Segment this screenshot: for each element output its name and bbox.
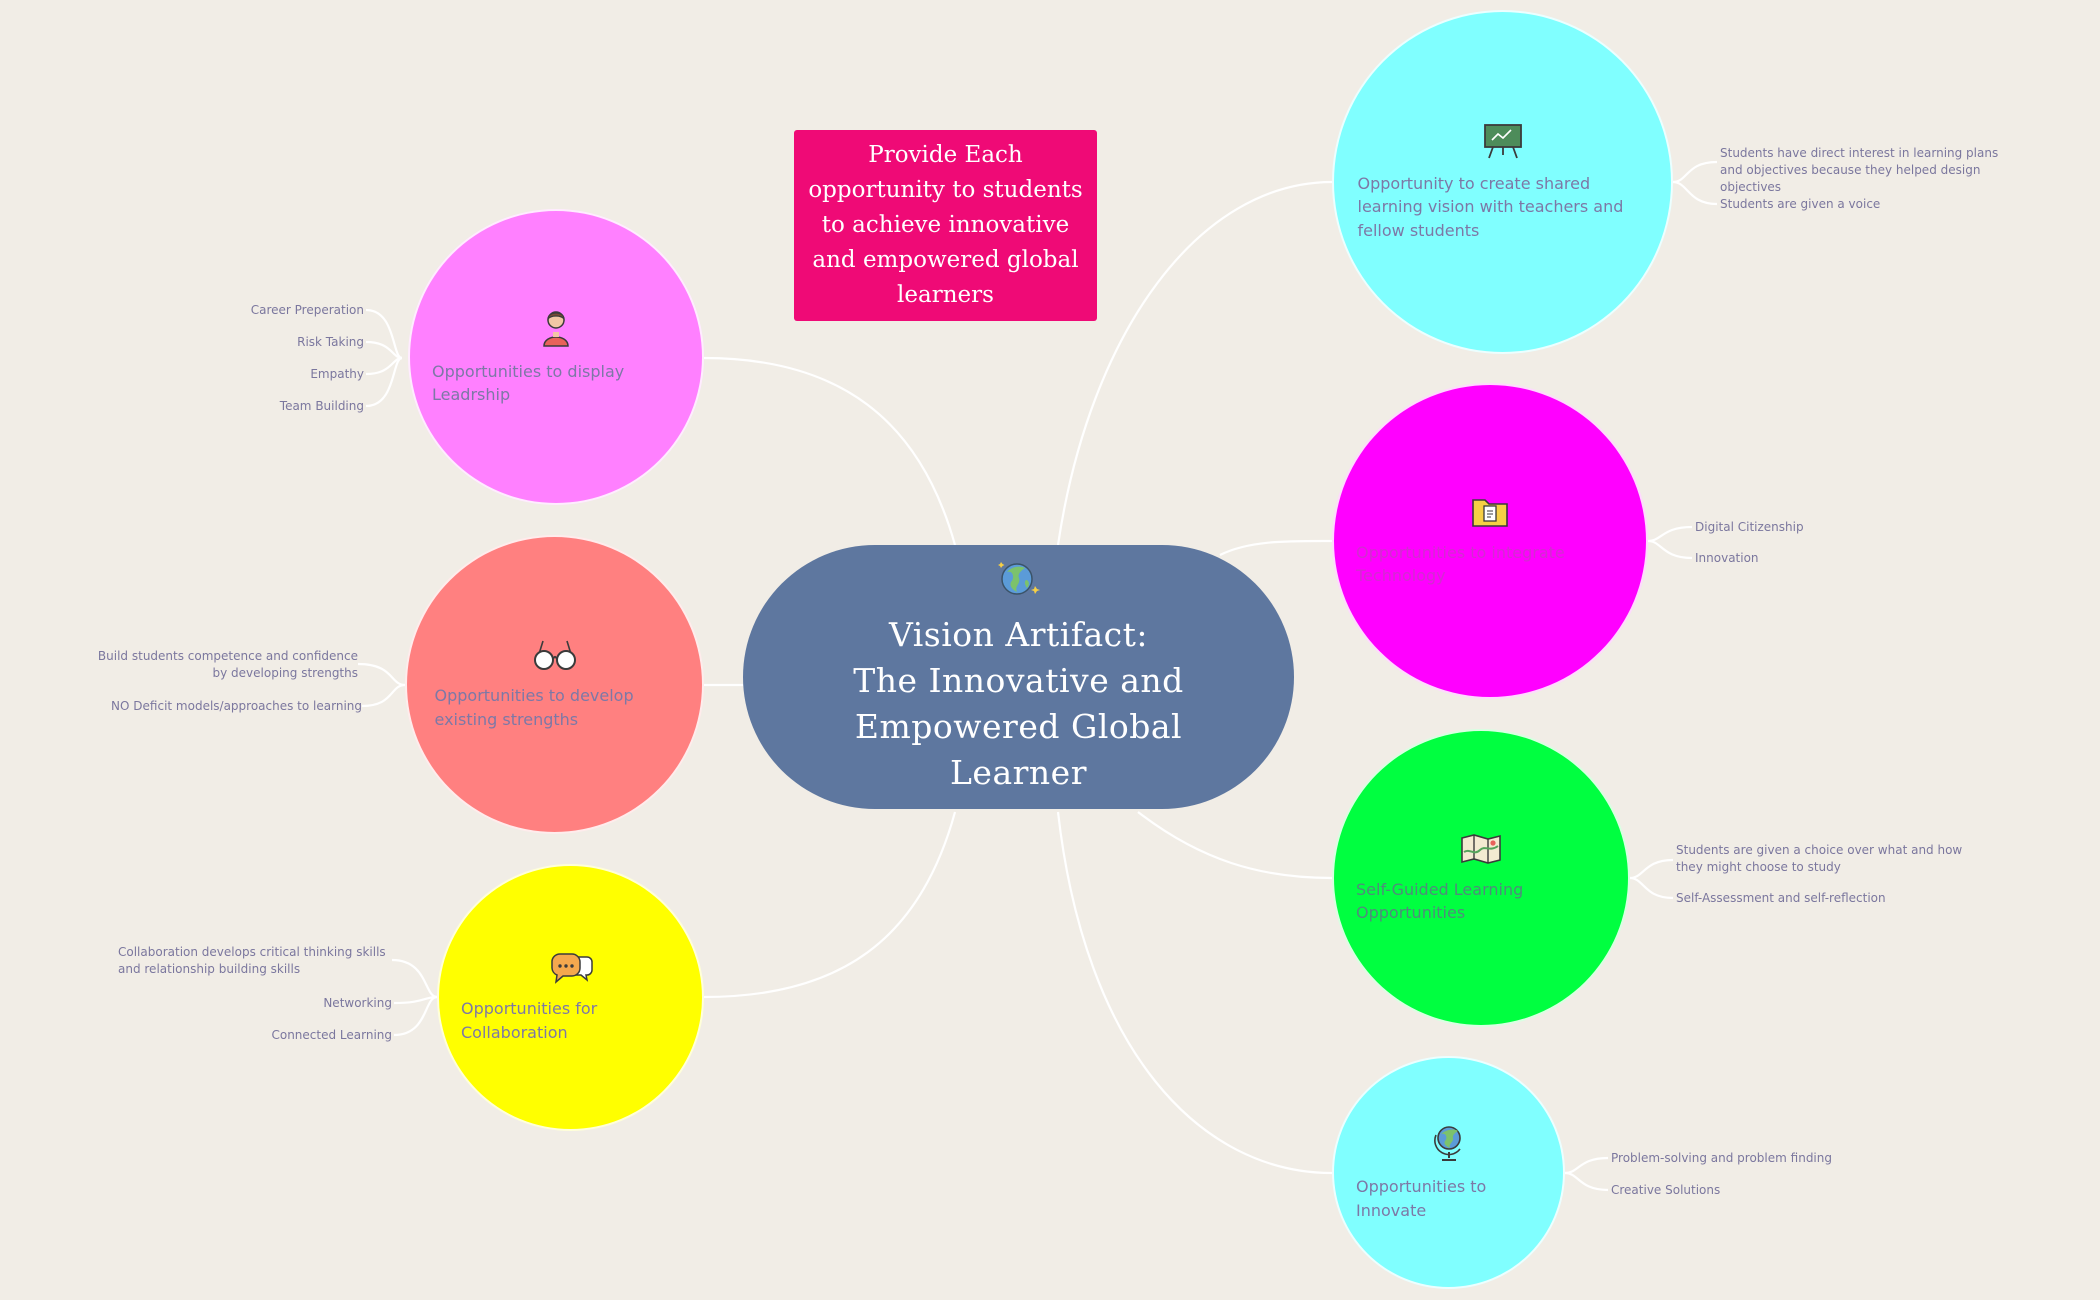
desk-globe-icon bbox=[1433, 1126, 1461, 1162]
callout-box[interactable]: Provide Each opportunity to students to … bbox=[794, 130, 1097, 321]
leaf-problem-solving[interactable]: Problem-solving and problem finding bbox=[1611, 1151, 1832, 1165]
central-title-line-4: Learner bbox=[950, 753, 1087, 792]
topic-collaboration[interactable]: Opportunities for Collaboration bbox=[437, 864, 704, 1131]
leaf-innovation[interactable]: Innovation bbox=[1695, 551, 1759, 565]
leaf-choice-study[interactable]: Students are given a choice over what an… bbox=[1676, 843, 1963, 874]
central-title-line-1: Vision Artifact: bbox=[888, 615, 1149, 654]
topic-technology-label: Opportunities to integrate Technology bbox=[1356, 542, 1565, 585]
branch-collaboration bbox=[703, 811, 957, 999]
callout-text: Provide Each opportunity to students to … bbox=[808, 142, 1083, 308]
globe-icon bbox=[997, 562, 1040, 595]
branch-leadership bbox=[703, 356, 957, 546]
leaf-direct-interest[interactable]: Students have direct interest in learnin… bbox=[1720, 146, 1999, 194]
leaf-career-preparation[interactable]: Career Preperation bbox=[250, 303, 364, 317]
topic-strengths-label: Opportunities to develop existing streng… bbox=[434, 686, 634, 729]
map-icon bbox=[1461, 833, 1501, 864]
topic-innovate[interactable]: Opportunities to Innovate bbox=[1332, 1056, 1565, 1289]
topic-leadership-label: Opportunities to display Leadrship bbox=[432, 361, 625, 404]
topic-self-guided-label: Self-Guided Learning Opportunities bbox=[1356, 879, 1524, 922]
leaf-creative-solutions[interactable]: Creative Solutions bbox=[1611, 1183, 1721, 1197]
topic-technology[interactable]: Opportunities to integrate Technology bbox=[1332, 383, 1648, 699]
leaf-voice[interactable]: Students are given a voice bbox=[1720, 197, 1881, 211]
leaf-risk-taking[interactable]: Risk Taking bbox=[297, 335, 364, 349]
central-title-line-2: The Innovative and bbox=[853, 661, 1184, 700]
leaf-self-assessment[interactable]: Self-Assessment and self-reflection bbox=[1676, 891, 1886, 905]
presentation-board-icon bbox=[1483, 124, 1522, 159]
person-icon bbox=[543, 311, 569, 347]
topic-shared-vision-label: Opportunity to create shared learning vi… bbox=[1357, 174, 1624, 240]
central-topic[interactable]: Vision Artifact: The Innovative and Empo… bbox=[743, 545, 1294, 809]
topic-collaboration-label: Opportunities for Collaboration bbox=[461, 999, 598, 1042]
leaf-no-deficit[interactable]: NO Deficit models/approaches to learning bbox=[111, 699, 362, 713]
chat-bubbles-icon bbox=[550, 953, 593, 985]
leaf-connected-learning[interactable]: Connected Learning bbox=[271, 1028, 392, 1042]
leaf-empathy[interactable]: Empathy bbox=[310, 367, 364, 381]
branch-vision bbox=[1056, 180, 1333, 546]
topic-leadership[interactable]: Opportunities to display Leadrship bbox=[408, 209, 704, 505]
topic-self-guided[interactable]: Self-Guided Learning Opportunities bbox=[1332, 729, 1630, 1027]
folder-icon bbox=[1472, 499, 1508, 527]
leaf-networking[interactable]: Networking bbox=[323, 996, 392, 1010]
leaf-digital-citizenship[interactable]: Digital Citizenship bbox=[1695, 520, 1804, 534]
leaf-team-building[interactable]: Team Building bbox=[279, 399, 364, 413]
topic-innovate-label: Opportunities to Innovate bbox=[1356, 1177, 1487, 1220]
topic-shared-vision[interactable]: Opportunity to create shared learning vi… bbox=[1332, 10, 1673, 354]
topic-strengths[interactable]: Opportunities to develop existing streng… bbox=[405, 535, 704, 834]
leaf-build-competence[interactable]: Build students competence and confidence… bbox=[97, 649, 358, 680]
glasses-icon bbox=[533, 641, 576, 671]
branch-self-guided bbox=[1137, 811, 1333, 880]
leaf-collaboration-skills[interactable]: Collaboration develops critical thinking… bbox=[118, 945, 386, 976]
central-title-line-3: Empowered Global bbox=[854, 707, 1183, 746]
branch-innovate bbox=[1056, 811, 1333, 1175]
branch-technology bbox=[1219, 539, 1333, 556]
